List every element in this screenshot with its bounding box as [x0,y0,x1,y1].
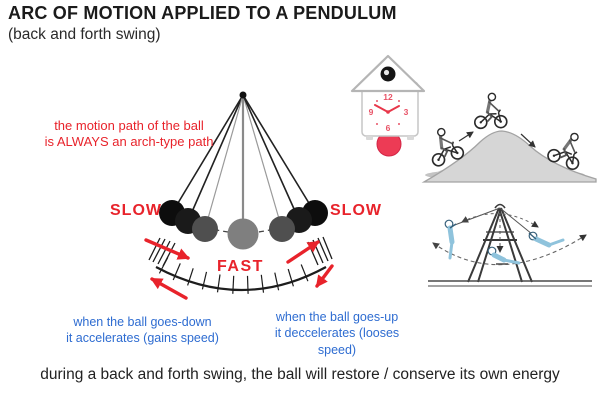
cuckoo-bird [383,69,390,76]
pendulum-pivot [239,91,247,99]
pendulum-strings [171,93,316,236]
center-ball [227,218,259,250]
page-title: ARC OF MOTION APPLIED TO A PENDULUM [8,3,397,23]
pendulum-balls [159,200,328,250]
child-right [528,231,565,248]
goes-up-note: when the ball goes-up it deccelerates (l… [256,309,418,358]
cuckoo-clock-illustration: 12 3 6 9 [350,54,426,157]
arch-path-note-line1: the motion path of the ball [54,118,204,133]
slow-label-right: SLOW [330,202,382,219]
page-subtitle: (back and forth swing) [8,26,161,43]
ground-line [428,280,592,287]
goes-up-note-line1: when the ball goes-up [275,310,399,324]
pendulum-illustration [144,91,334,300]
arch-path-note-line2: is ALWAYS an arch-type path [44,134,214,150]
motion-direction-arrows [144,238,334,300]
bicycle-hill-illustration [421,91,597,183]
child-left [444,219,457,260]
goes-up-note-line2: it deccelerates (looses speed) [274,326,400,357]
svg-text:3: 3 [404,107,409,117]
swing-illustration [428,203,592,287]
child-center [487,246,521,265]
goes-down-note: when the ball goes-down it accelerates (… [60,314,225,347]
cyclist-at-top [472,91,509,131]
hill [421,130,597,183]
goes-down-note-line2: it accelerates (gains speed) [66,331,219,346]
svg-text:6: 6 [386,123,391,133]
clock-face: 12 3 6 9 [369,92,409,133]
svg-text:9: 9 [369,107,374,117]
arc-end-hatches-left [148,237,176,267]
arc-end-hatches-right [307,236,333,266]
slow-label-left: SLOW [110,202,162,219]
arch-path-note: the motion path of the ball is ALWAYS an… [38,118,220,151]
goes-down-note-line1: when the ball goes-down [73,315,212,329]
footer-caption: during a back and forth swing, the ball … [40,366,560,383]
swing-path-arc [432,234,587,266]
fast-label: FAST [217,258,264,275]
svg-text:12: 12 [383,92,393,102]
